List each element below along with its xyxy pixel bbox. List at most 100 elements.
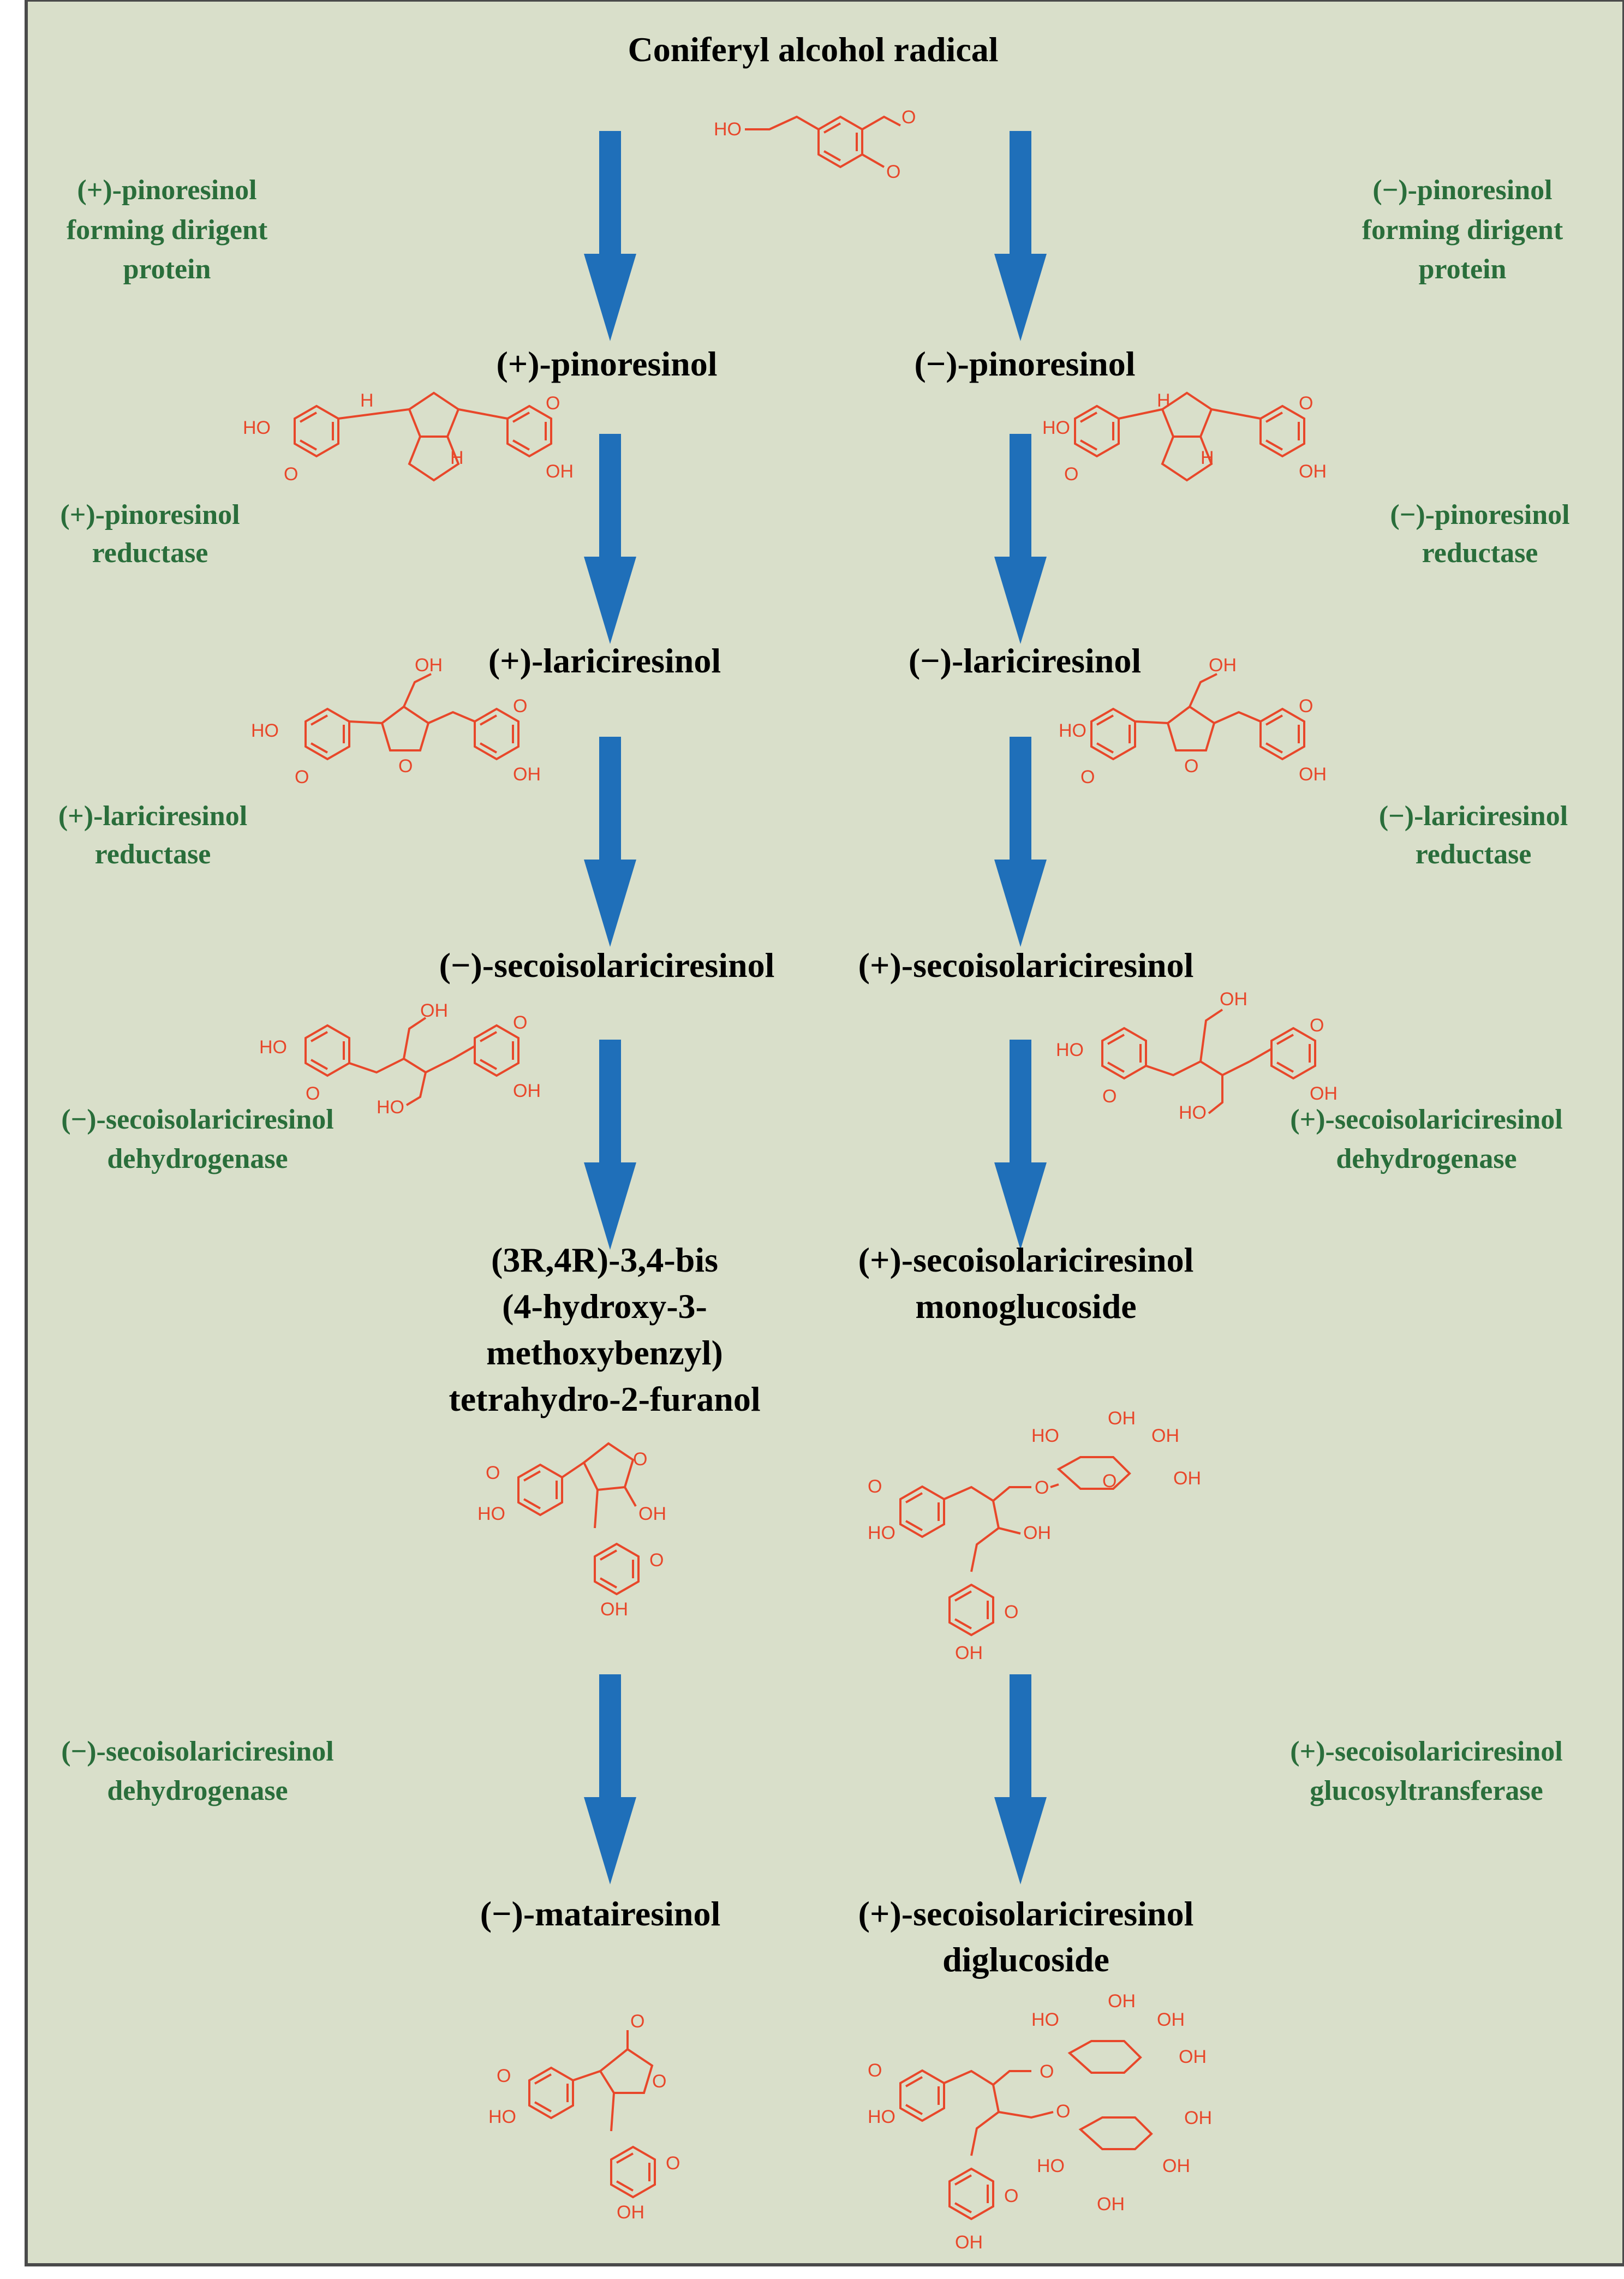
structure-minus-lariciresinol: HO O OH O O OH [1059,655,1327,787]
atom-label: OH [617,2202,644,2223]
enzyme-plus-pinoresinol-dirigent: (+)-pinoresinol forming dirigent protein [67,175,268,285]
enzyme-minus-pinoresinol-reductase: (−)-pinoresinol reductase [1390,499,1569,569]
atom-label: O [1004,1602,1018,1622]
atom-label: OH [1108,1408,1136,1429]
atom-label: O [901,107,916,128]
atom-label: O [486,1463,500,1483]
atom-label: O [546,393,560,414]
atom-label: OH [1310,1083,1338,1104]
arrow-down-icon [994,131,1047,341]
enzyme-plus-pinoresinol-reductase: (+)-pinoresinol reductase [60,499,240,569]
atom-label: O [868,1476,882,1497]
atom-label: O [1310,1015,1324,1036]
compound-minus-pinoresinol: (−)-pinoresinol [914,344,1135,383]
chemical-structures: HO O O HO O H H O OH HO [243,107,1338,2253]
atom-label: HO [251,720,279,741]
atom-label: HO [259,1037,287,1058]
atom-label: O [1299,393,1313,414]
atom-label: HO [377,1097,404,1118]
atom-label: OH [1184,2108,1212,2128]
structure-coniferyl-alcohol-radical: HO O O [714,107,916,182]
enzyme-line: (+)-secoisolariciresinol [1290,1104,1562,1135]
compound-diglucoside: (+)-secoisolariciresinol diglucoside [858,1894,1194,1979]
atom-label: OH [1220,989,1247,1010]
enzyme-minus-lariciresinol-reductase: (−)-lariciresinol reductase [1379,801,1568,870]
atom-label: O [1102,1086,1116,1107]
atom-label: HO [488,2107,516,2127]
enzyme-line: (−)-secoisolariciresinol [61,1104,333,1135]
atom-label: O [306,1083,320,1104]
compound-monoglucoside-line: (+)-secoisolariciresinol [858,1240,1194,1279]
atom-label: O [1064,464,1078,485]
enzyme-plus-lariciresinol-reductase: (+)-lariciresinol reductase [58,801,247,870]
arrow-down-icon [584,1040,636,1250]
enzyme-line: (−)-pinoresinol [1390,499,1569,530]
atom-label: O [1035,1477,1049,1498]
compound-minus-secoisolariciresinol: (−)-secoisolariciresinol [439,946,775,985]
atom-label: OH [1179,2047,1207,2067]
atom-label: H [450,448,464,468]
enzyme-line: protein [1419,254,1507,285]
enzyme-line: (+)-secoisolariciresinol [1290,1736,1562,1767]
atom-label: HO [1031,1425,1059,1446]
atom-label: HO [1056,1040,1084,1060]
atom-label: OH [513,764,541,785]
atom-label: O [398,756,413,777]
atom-label: HO [477,1504,505,1524]
atom-label: O [513,696,527,717]
enzyme-plus-secoisolariciresinol-glucosyltransferase: (+)-secoisolariciresinol glucosyltransfe… [1290,1736,1562,1806]
compound-monoglucoside-line: monoglucoside [915,1287,1136,1326]
atom-label: O [868,2060,882,2081]
compound-monoglucoside: (+)-secoisolariciresinol monoglucoside [858,1240,1194,1326]
atom-label: OH [1097,2194,1125,2215]
compound-diglucoside-line: diglucoside [942,1940,1109,1979]
enzyme-line: dehydrogenase [1336,1143,1516,1174]
atom-label: OH [1299,764,1327,785]
atom-label: OH [1151,1425,1179,1446]
enzyme-line: reductase [92,538,208,569]
atom-label: HO [868,2107,895,2127]
atom-label: H [1201,448,1214,468]
compound-furanol-line: (3R,4R)-3,4-bis [491,1240,718,1279]
atom-label: OH [1299,461,1327,482]
atom-label: O [630,2011,644,2032]
enzyme-line: reductase [1422,538,1538,569]
atom-label: OH [600,1599,628,1620]
arrow-down-icon [994,737,1047,947]
atom-label: O [1056,2101,1070,2122]
structure-plus-lariciresinol: HO O OH O O OH [251,655,541,787]
atom-label: OH [1173,1468,1201,1489]
enzyme-line: dehydrogenase [107,1775,288,1806]
enzyme-line: dehydrogenase [107,1143,288,1174]
atom-label: O [1004,2186,1018,2206]
enzyme-line: protein [123,254,211,285]
atom-label: OH [1209,655,1237,676]
atom-label: O [1040,2061,1054,2082]
atom-label: HO [1179,1102,1207,1123]
enzyme-line: (+)-lariciresinol [58,801,247,832]
enzyme-line: glucosyltransferase [1310,1775,1543,1806]
enzyme-line: (−)-pinoresinol [1372,175,1552,206]
enzyme-line: forming dirigent [67,214,268,246]
atom-label: O [513,1012,527,1033]
atom-label: O [1102,1471,1116,1492]
title-coniferyl-alcohol-radical: Coniferyl alcohol radical [628,30,998,69]
atom-label: HO [1042,417,1070,438]
atom-label: O [652,2071,666,2092]
atom-label: OH [955,2232,983,2253]
structure-furanol: O HO O OH O OH [477,1442,666,1620]
enzyme-minus-secoisolariciresinol-dehydrogenase: (−)-secoisolariciresinol dehydrogenase [61,1104,333,1174]
arrow-down-icon [994,1674,1047,1884]
structure-diglucoside: O HO O O HO OH OH OH OH HO OH OH O OH [868,1991,1212,2253]
atom-label: OH [1162,2156,1190,2176]
arrow-down-icon [584,434,636,644]
arrow-down-icon [584,737,636,947]
arrow-down-icon [994,1040,1047,1250]
atom-label: OH [955,1643,983,1663]
enzyme-line: forming dirigent [1362,214,1563,246]
compound-furanol: (3R,4R)-3,4-bis (4-hydroxy-3- methoxyben… [449,1240,760,1418]
atom-label: O [284,464,298,485]
atom-label: O [633,1449,647,1470]
atom-label: O [295,767,309,787]
